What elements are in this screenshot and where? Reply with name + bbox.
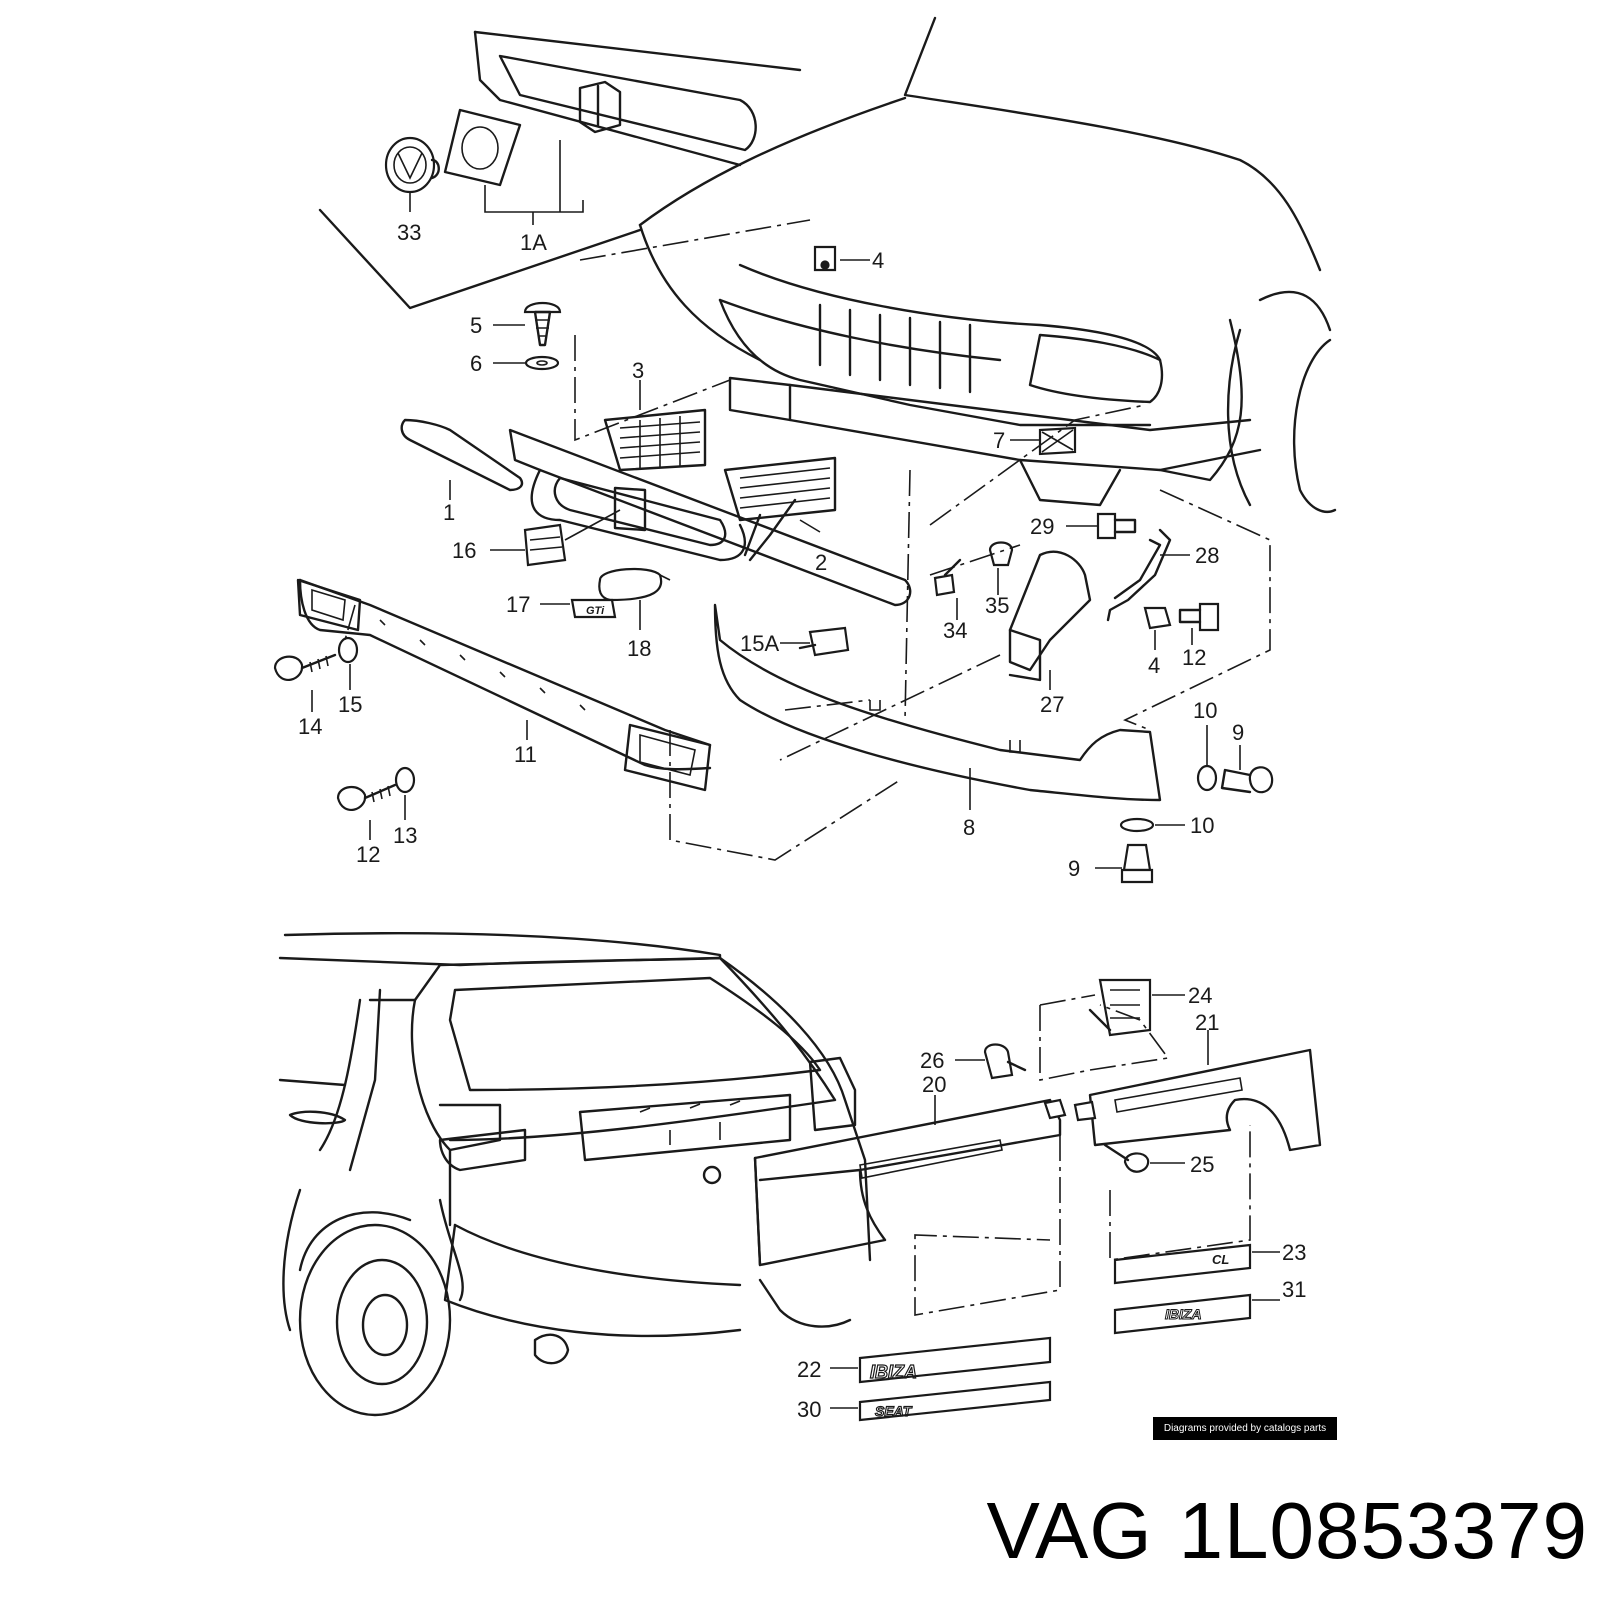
callout-33: 33 [397, 220, 421, 245]
part-grille-frame [508, 428, 912, 607]
callout-9-lower: 9 [1068, 856, 1080, 881]
part-strip-1 [400, 418, 524, 492]
part-grille-insert-3 [603, 408, 707, 472]
part-grille-insert-2 [723, 456, 837, 562]
part-washer-10a [1196, 764, 1218, 792]
callout-9-upper: 9 [1232, 720, 1244, 745]
badge-seat: SEAT [875, 1403, 913, 1419]
callout-13: 13 [393, 823, 417, 848]
front-grille-inset [318, 30, 802, 310]
part-washer-15 [337, 636, 359, 664]
part-emblem-33 [384, 136, 440, 194]
part-clip-35 [988, 541, 1014, 567]
callout-31: 31 [1282, 1277, 1306, 1302]
callout-26: 26 [920, 1048, 944, 1073]
callout-2: 2 [815, 550, 827, 575]
callout-35: 35 [985, 593, 1009, 618]
callout-28: 28 [1195, 543, 1219, 568]
part-badge-31: IBIZA [1113, 1293, 1252, 1335]
callout-15A: 15A [740, 631, 779, 656]
part-badge-30: SEAT [858, 1380, 1052, 1422]
callout-10-lower: 10 [1190, 813, 1214, 838]
callout-25: 25 [1190, 1152, 1214, 1177]
part-title: VAG 1L0853379 [987, 1486, 1588, 1576]
brand-name: VAG [986, 1486, 1153, 1575]
rear-wheel [298, 1211, 452, 1417]
part-clip-4-side [1143, 606, 1172, 630]
part-screw-25 [1103, 1143, 1150, 1173]
part-badge-22: IBIZA [858, 1336, 1052, 1384]
badge-ibiza: IBIZA [870, 1362, 917, 1382]
callout-6: 6 [470, 351, 482, 376]
part-badge-23: CL [1113, 1243, 1252, 1285]
callout-4-side: 4 [1148, 653, 1160, 678]
part-clip-4-top [813, 245, 837, 272]
rear-car-outline [278, 931, 872, 1365]
part-washer-10b [1119, 817, 1155, 833]
diagram-credit: Diagrams provided by catalogs parts [1153, 1417, 1337, 1440]
part-clip-15A [798, 626, 850, 657]
part-badge-17: GTi [570, 598, 617, 619]
part-badge-holder-18 [598, 567, 671, 602]
badge-cl: CL [1212, 1252, 1229, 1267]
part-lower-grille-11 [296, 578, 712, 792]
callout-1: 1 [443, 500, 455, 525]
part-marker-7 [1038, 426, 1077, 456]
part-badge-holder-1A [443, 108, 522, 187]
part-screw-34 [933, 558, 962, 597]
callout-7: 7 [993, 428, 1005, 453]
badge-gti: GTi [586, 605, 605, 617]
part-bolt-9b [1120, 843, 1154, 884]
callout-12: 12 [356, 842, 380, 867]
callout-5: 5 [470, 313, 482, 338]
callout-11: 11 [514, 742, 537, 767]
part-number: 1L0853379 [1178, 1486, 1588, 1575]
callout-17: 17 [506, 592, 530, 617]
callout-29: 29 [1030, 514, 1054, 539]
part-washer-6 [524, 355, 560, 371]
callout-27: 27 [1040, 692, 1064, 717]
callout-8: 8 [963, 815, 975, 840]
callout-1A: 1A [520, 230, 547, 255]
part-bolt-29 [1096, 512, 1137, 540]
badge-ibiza-outline: IBIZA [1165, 1306, 1202, 1322]
part-bolt-14 [273, 653, 337, 681]
callout-labels: 33 1A 4 5 6 3 7 1 29 28 16 2 35 34 17 18… [298, 220, 1306, 1422]
part-trim-panel-21 [1073, 1048, 1322, 1152]
callout-21: 21 [1195, 1010, 1219, 1035]
part-screw-5 [523, 301, 562, 347]
part-mounting-plate-24 [1088, 978, 1152, 1037]
part-trim-panel-20 [753, 1098, 1067, 1267]
callout-22: 22 [797, 1357, 821, 1382]
callout-24: 24 [1188, 983, 1212, 1008]
part-spoiler-8 [713, 603, 1162, 802]
callout-30: 30 [797, 1397, 821, 1422]
front-car-outline [638, 16, 1337, 513]
part-bolt-12-side [1178, 602, 1220, 632]
part-washer-13 [394, 766, 416, 794]
callout-10-upper: 10 [1193, 698, 1217, 723]
callout-4-top: 4 [872, 248, 884, 273]
callout-15: 15 [338, 692, 362, 717]
callout-12-side: 12 [1182, 645, 1206, 670]
callout-3: 3 [632, 358, 644, 383]
callout-20: 20 [922, 1072, 946, 1097]
callout-14: 14 [298, 714, 322, 739]
callout-16: 16 [452, 538, 476, 563]
part-bolt-9a [1220, 766, 1274, 794]
callout-18: 18 [627, 636, 651, 661]
callout-34: 34 [943, 618, 967, 643]
part-clip-26 [983, 1043, 1027, 1080]
part-bolt-12 [336, 783, 397, 811]
part-clip-16 [523, 523, 567, 567]
callout-23: 23 [1282, 1240, 1306, 1265]
part-bumper-bracket-27 [1008, 550, 1092, 682]
part-bracket-28 [1106, 528, 1172, 622]
